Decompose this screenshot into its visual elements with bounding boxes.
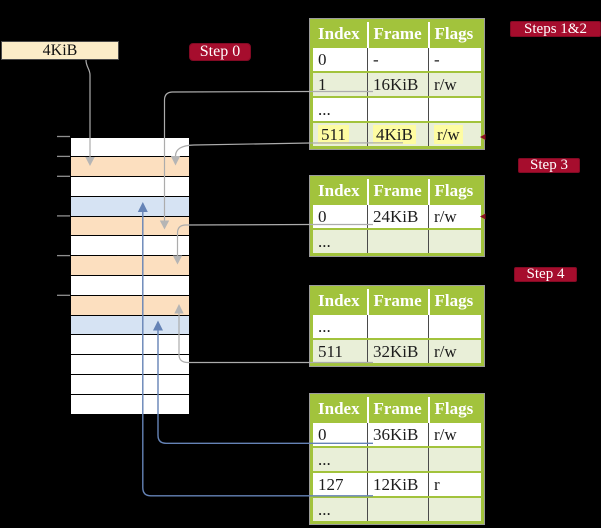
table-header-row: Index Frame Flags <box>311 177 483 204</box>
cell-index: ... <box>311 446 368 472</box>
step-3-label: Step 3 <box>518 158 580 173</box>
table-row: ... <box>311 446 483 472</box>
cell-flags: r/w <box>428 338 483 365</box>
cell-flags <box>428 313 483 339</box>
page-table-2: Index Frame Flags 0 24KiB r/w ... <box>309 175 485 257</box>
memory-frame-row-white <box>71 355 189 375</box>
cell-flags <box>428 496 483 523</box>
cell-index: 511 <box>311 121 368 148</box>
memory-frame-row-peach <box>71 216 189 237</box>
highlight: r/w <box>434 124 463 144</box>
cell-index: 511 <box>311 338 368 365</box>
steps-1-2-label: Steps 1&2 <box>510 21 601 37</box>
table-row: ... <box>311 228 483 255</box>
cell-index: 0 <box>311 46 368 72</box>
col-header-frame: Frame <box>366 177 429 204</box>
memory-frame-row-white <box>71 335 189 356</box>
col-header-flags: Flags <box>427 395 483 422</box>
cell-index: ... <box>311 96 368 122</box>
memory-frame-row-white <box>71 236 189 257</box>
page-table-3: Index Frame Flags ... 511 32KiB r/w <box>309 285 485 367</box>
cell-frame: 16KiB <box>367 71 429 97</box>
col-header-index: Index <box>311 395 368 422</box>
memory-ticks <box>57 135 70 296</box>
table-header-row: Index Frame Flags <box>311 20 483 47</box>
col-header-frame: Frame <box>366 20 429 47</box>
cell-index: 1 <box>311 71 368 97</box>
step-4-label: Step 4 <box>514 267 577 282</box>
col-header-frame: Frame <box>366 287 429 314</box>
cell-frame: 24KiB <box>367 203 429 229</box>
cell-index: ... <box>311 228 368 255</box>
col-header-index: Index <box>311 177 368 204</box>
table-row: ... <box>311 496 483 523</box>
col-header-index: Index <box>311 287 368 314</box>
table-row-highlighted: 511 4KiB r/w <box>311 121 483 148</box>
cell-flags: r/w <box>428 71 483 97</box>
frame-size-label: 4KiB <box>42 42 78 59</box>
cell-index: ... <box>311 313 368 339</box>
cell-index: 127 <box>311 471 368 497</box>
cell-frame: 4KiB <box>367 121 429 148</box>
memory-frame-row-white <box>71 394 189 414</box>
physical-memory-column <box>70 136 190 415</box>
col-header-frame: Frame <box>366 395 429 422</box>
memory-frame-row-blue <box>71 196 189 217</box>
cell-index: 0 <box>311 421 368 447</box>
page-table-4: Index Frame Flags 0 36KiB r/w ... 127 12… <box>309 393 485 525</box>
memory-frame-row-blue <box>71 315 189 336</box>
page-table-1: Index Frame Flags 0 - - 1 16KiB r/w ... <box>309 18 485 150</box>
table-row: ... <box>311 96 483 122</box>
table-row: 0 - - <box>311 46 483 72</box>
table-row: 0 36KiB r/w <box>311 421 483 447</box>
col-header-flags: Flags <box>427 287 483 314</box>
table-row: 1 16KiB r/w <box>311 71 483 97</box>
frame-size-box: 4KiB <box>1 41 119 60</box>
cell-frame <box>367 96 429 122</box>
cell-flags: r/w <box>428 203 483 229</box>
cell-flags: - <box>428 46 483 72</box>
cell-frame: 36KiB <box>367 421 429 447</box>
memory-frame-row-white <box>71 275 189 296</box>
cell-frame: 12KiB <box>367 471 429 497</box>
cell-frame: 32KiB <box>367 338 429 365</box>
cell-index: 0 <box>311 203 368 229</box>
highlight: 511 <box>318 124 349 144</box>
table-row: ... <box>311 313 483 339</box>
cell-frame <box>367 228 429 255</box>
table-row: 511 32KiB r/w <box>311 338 483 365</box>
memory-frame-row-peach <box>71 295 189 316</box>
cell-flags: r/w <box>428 421 483 447</box>
cell-frame <box>367 496 429 523</box>
table-header-row: Index Frame Flags <box>311 287 483 314</box>
cell-flags <box>428 96 483 122</box>
table-row: 0 24KiB r/w <box>311 203 483 229</box>
cell-index: ... <box>311 496 368 523</box>
cell-frame: - <box>367 46 429 72</box>
cell-frame <box>367 446 429 472</box>
cell-flags <box>428 228 483 255</box>
memory-frame-row-white <box>71 177 189 197</box>
highlight: 4KiB <box>373 124 416 144</box>
col-header-index: Index <box>311 20 368 47</box>
cell-flags <box>428 446 483 472</box>
cell-frame <box>367 313 429 339</box>
memory-frame-row-white <box>71 374 189 395</box>
memory-frame-row-white <box>71 137 189 158</box>
memory-frame-row-peach <box>71 157 189 178</box>
col-header-flags: Flags <box>427 20 483 47</box>
cell-flags: r <box>428 471 483 497</box>
table-row: 127 12KiB r <box>311 471 483 497</box>
col-header-flags: Flags <box>427 177 483 204</box>
memory-frame-row-peach <box>71 256 189 276</box>
table-header-row: Index Frame Flags <box>311 395 483 422</box>
cell-flags: r/w <box>428 121 483 148</box>
step-0-label: Step 0 <box>189 43 251 61</box>
